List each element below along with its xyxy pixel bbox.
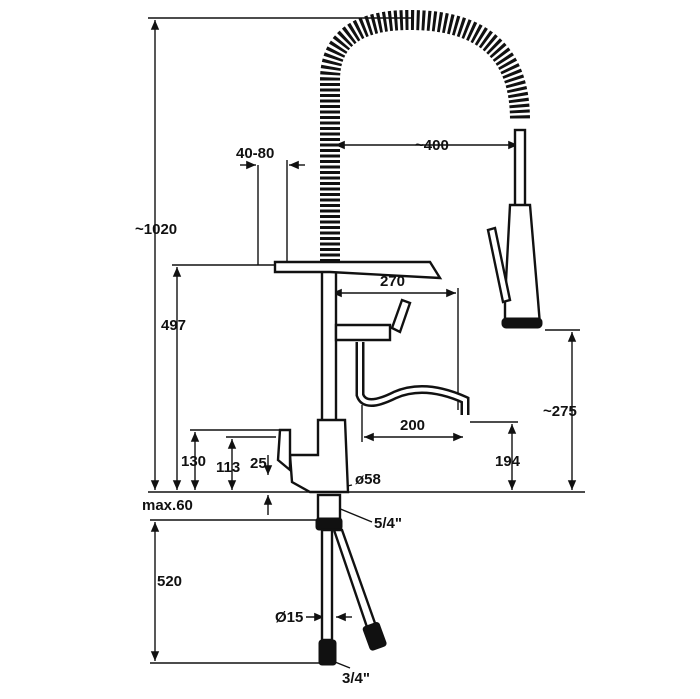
label-spout-height: 194	[495, 453, 521, 470]
spray-nozzle	[501, 317, 543, 329]
label-max-deck: max.60	[142, 497, 193, 514]
label-total-height: ~1020	[135, 221, 177, 238]
label-connection-thread: 3/4"	[342, 670, 370, 687]
shank	[316, 493, 342, 522]
hose-nut-right	[362, 621, 387, 651]
coiled-hose	[320, 9, 530, 262]
hose-nut-left	[318, 639, 337, 666]
label-hose-length: 520	[157, 573, 182, 590]
mixer-body	[288, 418, 350, 494]
label-hose-diameter: Ø15	[275, 609, 303, 626]
label-spout-arm-reach: 270	[380, 273, 405, 290]
spray-hose-tube	[513, 128, 527, 212]
column	[320, 263, 338, 427]
spray-head	[503, 203, 542, 327]
label-shank-thread: 5/4"	[374, 515, 402, 532]
mixer-lever	[276, 428, 292, 473]
spray-trigger	[486, 226, 512, 304]
label-column-height: 497	[161, 317, 186, 334]
label-lever-offset: 25	[250, 455, 267, 472]
label-spray-head-height: ~275	[543, 403, 577, 420]
supply-hose-straight	[320, 528, 334, 642]
label-mount-range: 40-80	[236, 145, 274, 162]
label-spout-reach: 200	[400, 417, 425, 434]
faucet	[273, 9, 543, 666]
label-hose-reach: ~400	[415, 137, 449, 154]
label-body-height: 113	[216, 459, 240, 476]
label-base-diameter: ø58	[355, 471, 381, 488]
valve-lever	[390, 298, 412, 334]
hose-guide-plate	[273, 260, 443, 280]
dimension-lines	[150, 20, 577, 669]
supply-hose-angled	[332, 528, 378, 632]
valve-block	[334, 323, 392, 342]
label-lever-height: 130	[181, 453, 206, 470]
